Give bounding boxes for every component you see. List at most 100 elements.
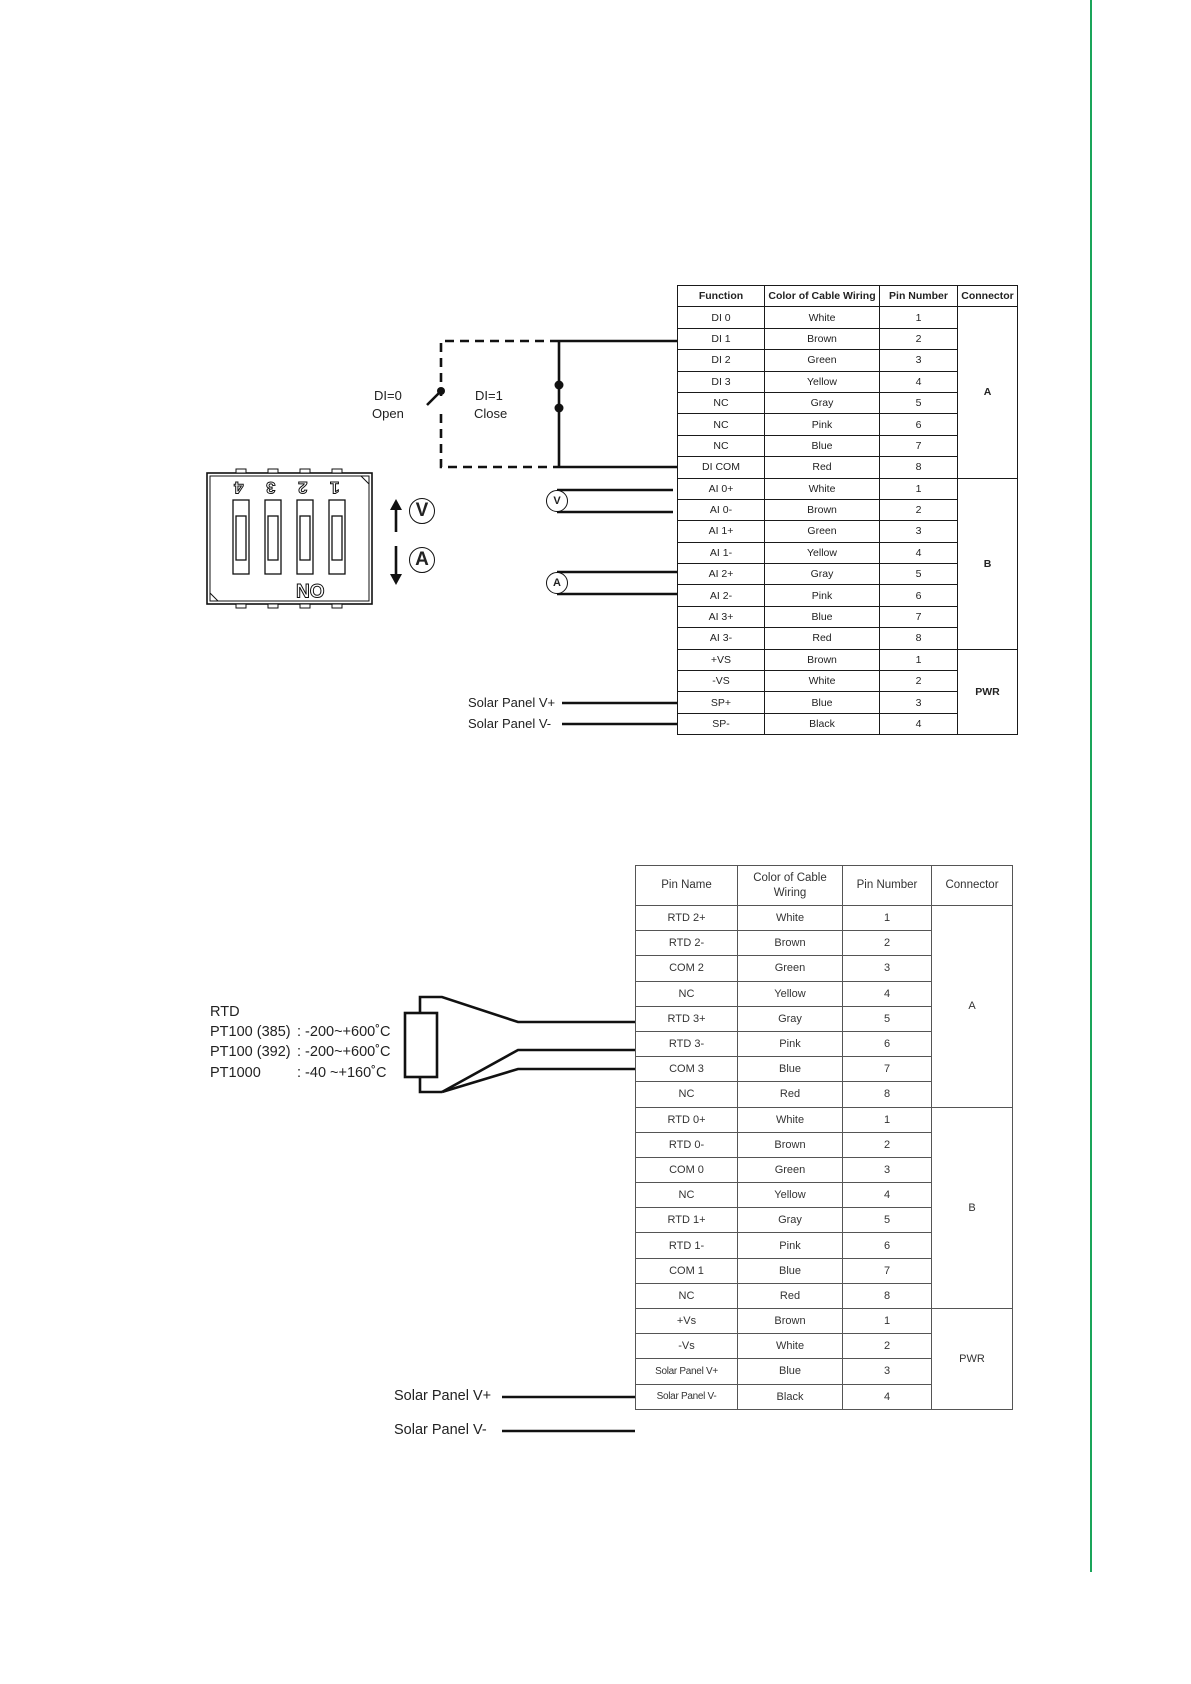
pin-number-cell: 6	[879, 584, 958, 607]
pin-number-cell: 7	[842, 1056, 932, 1083]
cable-color-cell: Red	[737, 1282, 843, 1310]
cable-color-cell: White	[737, 1333, 843, 1360]
dip-number-3: 3	[266, 478, 276, 498]
rtd-spec-range: : -200~+600˚C	[297, 1044, 391, 1060]
cable-color-cell: Yellow	[737, 1182, 843, 1209]
cable-color-cell: Blue	[764, 434, 880, 458]
pin-function-cell: RTD 3+	[635, 1005, 738, 1032]
pin-number-cell: 1	[879, 648, 958, 672]
pin-function-cell: +VS	[677, 648, 765, 672]
pin-number-cell: 1	[842, 1307, 932, 1335]
pin-function-cell: RTD 0-	[635, 1131, 738, 1158]
header-pin-number: Pin Number	[879, 284, 958, 308]
pin-number-cell: 8	[879, 456, 958, 479]
pin-number-cell: 4	[879, 541, 958, 565]
cable-color-cell: Red	[737, 1081, 843, 1108]
pin-number-cell: 3	[879, 691, 958, 714]
pin-function-cell: DI 0	[677, 306, 765, 329]
cable-color-cell: Green	[737, 1156, 843, 1184]
rtd-spec-name: PT100 (385)	[210, 1024, 291, 1040]
connector-cell: B	[957, 477, 1018, 650]
pin-number-cell: 2	[879, 327, 958, 351]
table-header-row: Pin Name Color of Cable Wiring Pin Numbe…	[635, 865, 1013, 906]
switch-pivot-dot	[437, 387, 445, 395]
pin-function-cell: COM 0	[635, 1156, 738, 1184]
pin-function-cell: Solar Panel V-	[635, 1383, 738, 1410]
pin-function-cell: SP+	[677, 691, 765, 714]
pin-number-cell: 5	[879, 391, 958, 415]
dip-number-4: 4	[234, 478, 244, 498]
pin-number-cell: 4	[842, 980, 932, 1007]
junction-dot-1	[554, 380, 564, 390]
pin-number-cell: 3	[842, 955, 932, 982]
dip-on-label: ON	[296, 579, 326, 601]
dip-lever-1	[328, 499, 346, 575]
pin-function-cell: Solar Panel V+	[635, 1358, 738, 1385]
di-dashed-loop	[439, 339, 559, 469]
rtd-spec-range: : -200~+600˚C	[297, 1024, 391, 1040]
pin-function-cell: NC	[635, 1081, 738, 1108]
cable-color-cell: Brown	[764, 498, 880, 522]
pin-function-cell: AI 0-	[677, 498, 765, 522]
pin-function-cell: -VS	[677, 670, 765, 693]
cable-color-cell: Green	[764, 520, 880, 543]
dip-lever-4	[232, 499, 250, 575]
pin-number-cell: 1	[879, 306, 958, 329]
cable-color-cell: Gray	[764, 391, 880, 415]
pin-number-cell: 4	[879, 370, 958, 393]
connector-cell: PWR	[931, 1308, 1013, 1410]
switch-close-text: Close	[474, 406, 508, 421]
pin-number-cell: 7	[879, 434, 958, 458]
cable-color-cell: White	[764, 306, 880, 329]
pin-function-cell: AI 3+	[677, 605, 765, 629]
cable-color-cell: Gray	[764, 563, 880, 586]
switch-open-text: Open	[372, 406, 404, 421]
pin-function-cell: RTD 2-	[635, 930, 738, 957]
cable-color-cell: Blue	[737, 1056, 843, 1083]
cable-color-cell: Brown	[764, 327, 880, 351]
pin-function-cell: +Vs	[635, 1307, 738, 1335]
cable-color-cell: Brown	[737, 1131, 843, 1158]
pin-number-cell: 8	[842, 1081, 932, 1108]
rtd-spec-name: PT1000	[210, 1065, 261, 1081]
cable-color-cell: Red	[764, 456, 880, 479]
pin-function-cell: AI 2-	[677, 584, 765, 607]
voltmeter-icon: V	[546, 490, 568, 512]
cable-color-cell: White	[737, 1106, 843, 1133]
cable-color-cell: Blue	[737, 1358, 843, 1385]
pin-function-cell: DI 2	[677, 349, 765, 372]
cable-color-cell: Brown	[737, 1307, 843, 1335]
pin-function-cell: SP-	[677, 712, 765, 736]
cable-color-cell: Yellow	[764, 541, 880, 565]
solar-vplus-label-1: Solar Panel V+	[468, 695, 556, 710]
connector-cell: A	[931, 905, 1013, 1108]
switch-close-state: DI=1	[475, 388, 503, 403]
cable-color-cell: Pink	[737, 1030, 843, 1058]
pin-number-cell: 3	[879, 349, 958, 372]
dip-number-2: 2	[298, 478, 308, 498]
connector-cell: B	[931, 1106, 1013, 1309]
pin-number-cell: 5	[879, 563, 958, 586]
di-ai-pin-table: Function Color of Cable Wiring Pin Numbe…	[677, 284, 1018, 736]
pin-number-cell: 6	[842, 1232, 932, 1259]
rtd-spec-range: : -40 ~+160˚C	[297, 1065, 387, 1081]
ammeter-icon: A	[546, 572, 568, 594]
cable-color-cell: Gray	[737, 1207, 843, 1234]
cable-color-cell: Pink	[764, 584, 880, 607]
arrow-up-head	[390, 499, 402, 510]
header-cable-color: Color of Cable Wiring	[737, 865, 843, 906]
